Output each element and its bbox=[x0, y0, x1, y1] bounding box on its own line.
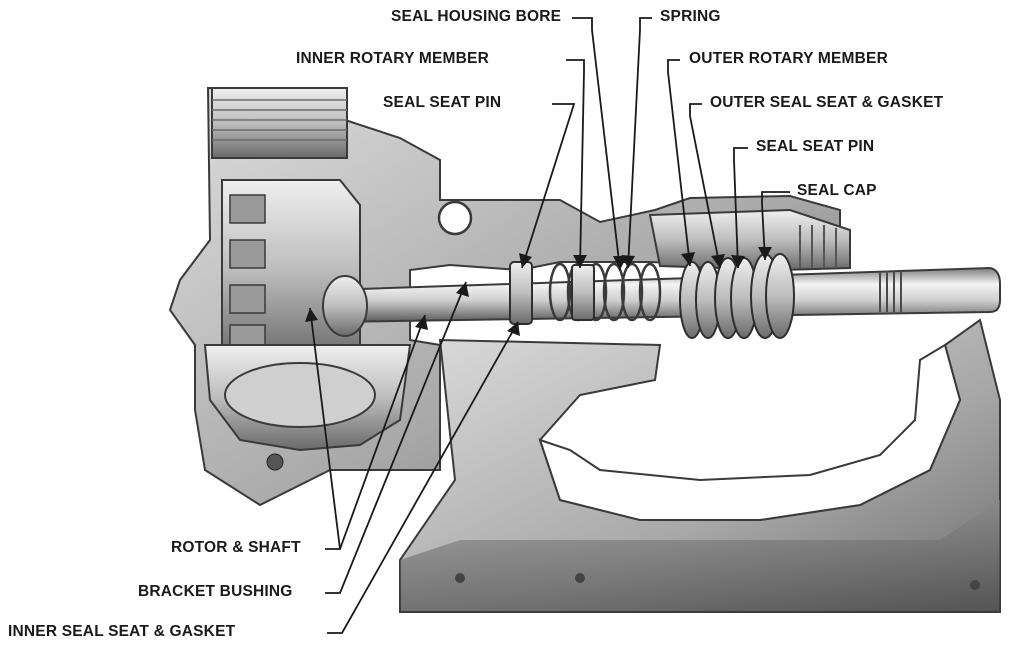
leader-lines bbox=[309, 17, 790, 634]
label-rotor-shaft: ROTOR & SHAFT bbox=[171, 539, 301, 556]
shaft bbox=[322, 266, 1001, 337]
label-inner-seal-seat-gasket: INNER SEAL SEAT & GASKET bbox=[8, 623, 236, 640]
bracket bbox=[399, 318, 1001, 613]
label-outer-seal-seat-gasket: OUTER SEAL SEAT & GASKET bbox=[710, 94, 944, 111]
inner-rotary-member bbox=[571, 264, 595, 321]
inner-seal-seat bbox=[509, 261, 533, 325]
label-seal-housing-bore: SEAL HOUSING BORE bbox=[391, 8, 562, 25]
seal-housing bbox=[648, 208, 851, 272]
label-bracket-bushing: BRACKET BUSHING bbox=[138, 583, 293, 600]
label-inner-rotary-member: INNER ROTARY MEMBER bbox=[296, 50, 489, 67]
label-outer-rotary-member: OUTER ROTARY MEMBER bbox=[689, 50, 888, 67]
leader-arrowheads bbox=[305, 247, 772, 336]
pump-casing bbox=[168, 86, 841, 507]
label-seal-seat-pin-left: SEAL SEAT PIN bbox=[383, 94, 502, 111]
label-spring: SPRING bbox=[660, 8, 721, 25]
label-seal-cap: SEAL CAP bbox=[797, 182, 877, 199]
label-seal-seat-pin-right: SEAL SEAT PIN bbox=[756, 138, 875, 155]
outer-seal-rings bbox=[679, 253, 795, 339]
